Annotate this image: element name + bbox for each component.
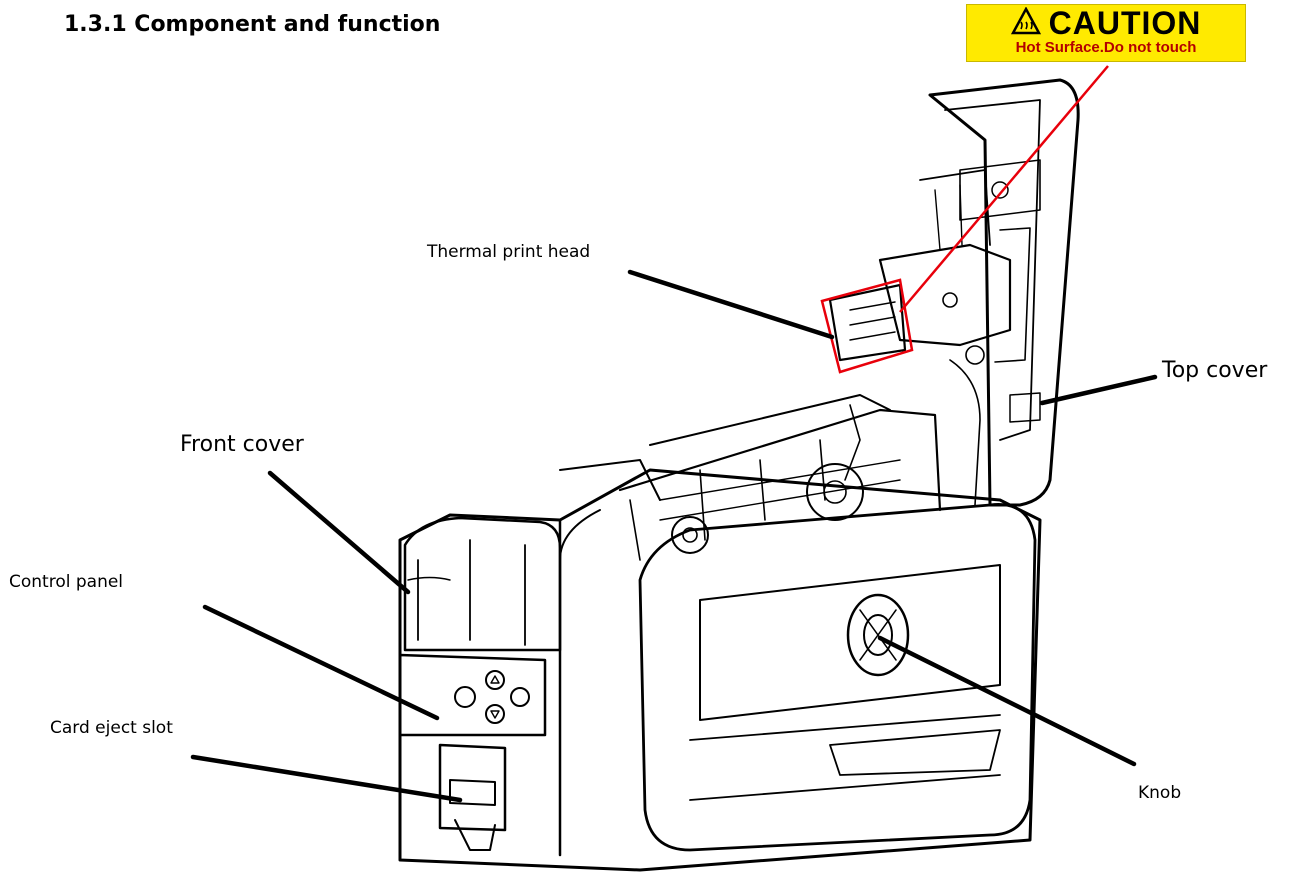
top-cover	[928, 78, 1080, 507]
print-head-assembly	[878, 243, 1012, 347]
card-eject-slot	[438, 743, 507, 832]
callout-top-cover: Top cover	[1162, 358, 1268, 383]
caution-title: CAUTION	[967, 7, 1245, 39]
callout-front-cover: Front cover	[180, 432, 304, 457]
leader-thermal-print-head	[627, 269, 835, 340]
callout-knob: Knob	[1138, 783, 1182, 803]
knob	[846, 593, 910, 677]
callout-control-panel: Control panel	[9, 572, 124, 592]
leader-control-panel	[202, 604, 440, 721]
front-cover	[403, 516, 562, 652]
leader-knob	[877, 635, 1137, 767]
caution-title-text: CAUTION	[1048, 5, 1202, 41]
leader-top-cover	[1039, 374, 1158, 406]
leader-card-eject-slot	[190, 754, 463, 803]
caution-subtitle: Hot Surface.Do not touch	[1015, 39, 1197, 56]
side-panel	[638, 503, 1037, 852]
section-heading: 1.3.1 Component and function	[64, 12, 441, 37]
hot-surface-warning-icon	[1010, 7, 1041, 35]
print-head-highlight	[820, 65, 1109, 374]
leader-front-cover	[267, 470, 411, 595]
callout-thermal-print-head: Thermal print head	[427, 242, 591, 262]
control-panel	[398, 653, 547, 737]
caution-pointer-line	[899, 65, 1109, 313]
caution-label: CAUTION Hot Surface.Do not touch	[966, 4, 1246, 62]
callout-card-eject-slot: Card eject slot	[50, 718, 173, 738]
